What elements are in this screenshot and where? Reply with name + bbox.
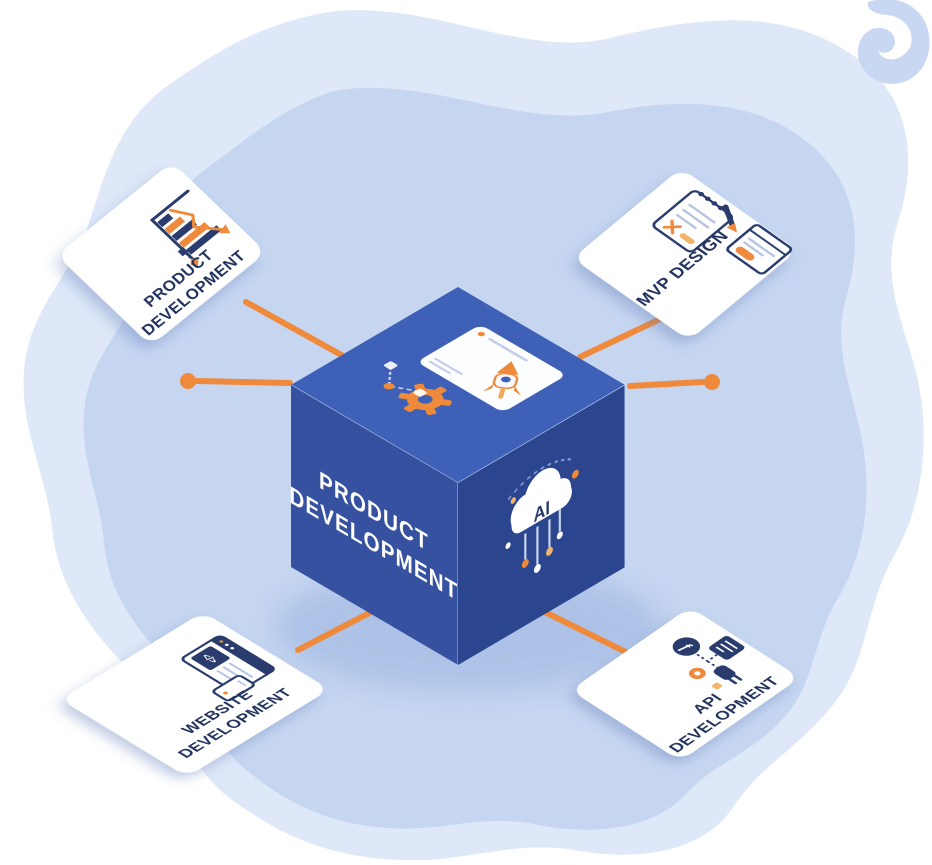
connector-right-stub xyxy=(627,379,706,389)
connector-node-left xyxy=(180,373,196,389)
card-surface xyxy=(578,172,791,336)
growth-chart-icon xyxy=(149,189,231,266)
connector-left-stub xyxy=(193,378,293,386)
cube-right-face: AI xyxy=(458,385,625,665)
card-mvp-design: MVP DESIGN xyxy=(578,172,793,336)
api-plug-icon: ƒ xyxy=(672,636,745,690)
connector-nodes xyxy=(180,373,720,390)
card-website-development: </> WEBSITE DEVELOPMENT xyxy=(67,616,323,773)
pencil-icon xyxy=(722,204,737,233)
browser-code-icon: </> xyxy=(181,635,275,702)
rocket-launch-icon xyxy=(420,326,563,411)
card-product-development: PRODUCT DEVELOPMENT xyxy=(62,167,261,341)
card-surface xyxy=(67,616,323,773)
connector-node-right xyxy=(704,374,720,390)
connector-top-left xyxy=(243,299,357,365)
ai-cloud-icon: AI xyxy=(505,458,579,573)
ai-label: AI xyxy=(534,497,550,528)
flowchart-icon xyxy=(383,361,427,397)
wireframe-design-icon xyxy=(652,190,793,275)
corner-swirl xyxy=(857,0,930,84)
phone-icon xyxy=(212,675,255,702)
circuit-icon xyxy=(524,508,561,566)
plug-icon xyxy=(713,665,743,685)
cta-badge xyxy=(735,246,755,261)
card-surface xyxy=(62,167,261,341)
